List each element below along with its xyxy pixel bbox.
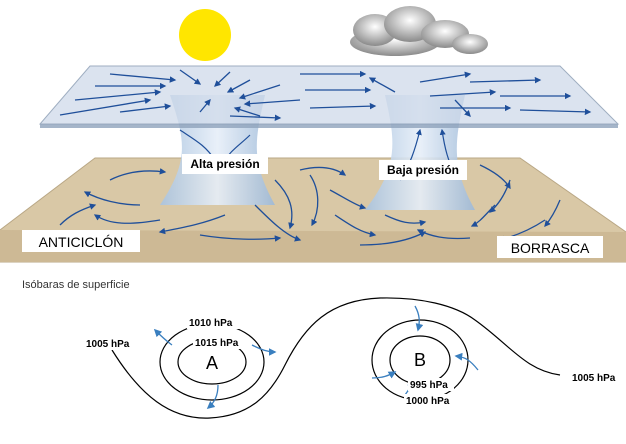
- low-center-letter: B: [414, 350, 426, 370]
- sun-icon: [179, 9, 231, 61]
- isobar-label-995: 995 hPa: [410, 380, 448, 391]
- anticyclone-label-box: ANTICICLÓN: [22, 230, 140, 252]
- isobar-label-1015: 1015 hPa: [195, 338, 239, 349]
- isobar-1005-line: [111, 297, 561, 419]
- isobar-label-1010: 1010 hPa: [189, 318, 233, 329]
- high-center-letter: A: [206, 353, 218, 373]
- anticyclone-label: ANTICICLÓN: [39, 234, 124, 250]
- isobar-label-right: 1005 hPa: [572, 373, 616, 384]
- low-pressure-label-box: Baja presión: [379, 160, 467, 180]
- upper-air-flow-arrows: [59, 69, 592, 122]
- high-pressure-label: Alta presión: [190, 157, 259, 171]
- isobar-label-left: 1005 hPa: [86, 339, 130, 350]
- low-pressure-label: Baja presión: [387, 163, 459, 177]
- cloud-icon: [350, 6, 488, 56]
- cyclone-label: BORRASCA: [511, 240, 590, 256]
- high-pressure-label-box: Alta presión: [182, 154, 268, 174]
- isobar-label-1000: 1000 hPa: [406, 396, 450, 407]
- surface-isobars-title: Isóbaras de superficie: [22, 279, 130, 291]
- cyclone-label-box: BORRASCA: [497, 236, 603, 258]
